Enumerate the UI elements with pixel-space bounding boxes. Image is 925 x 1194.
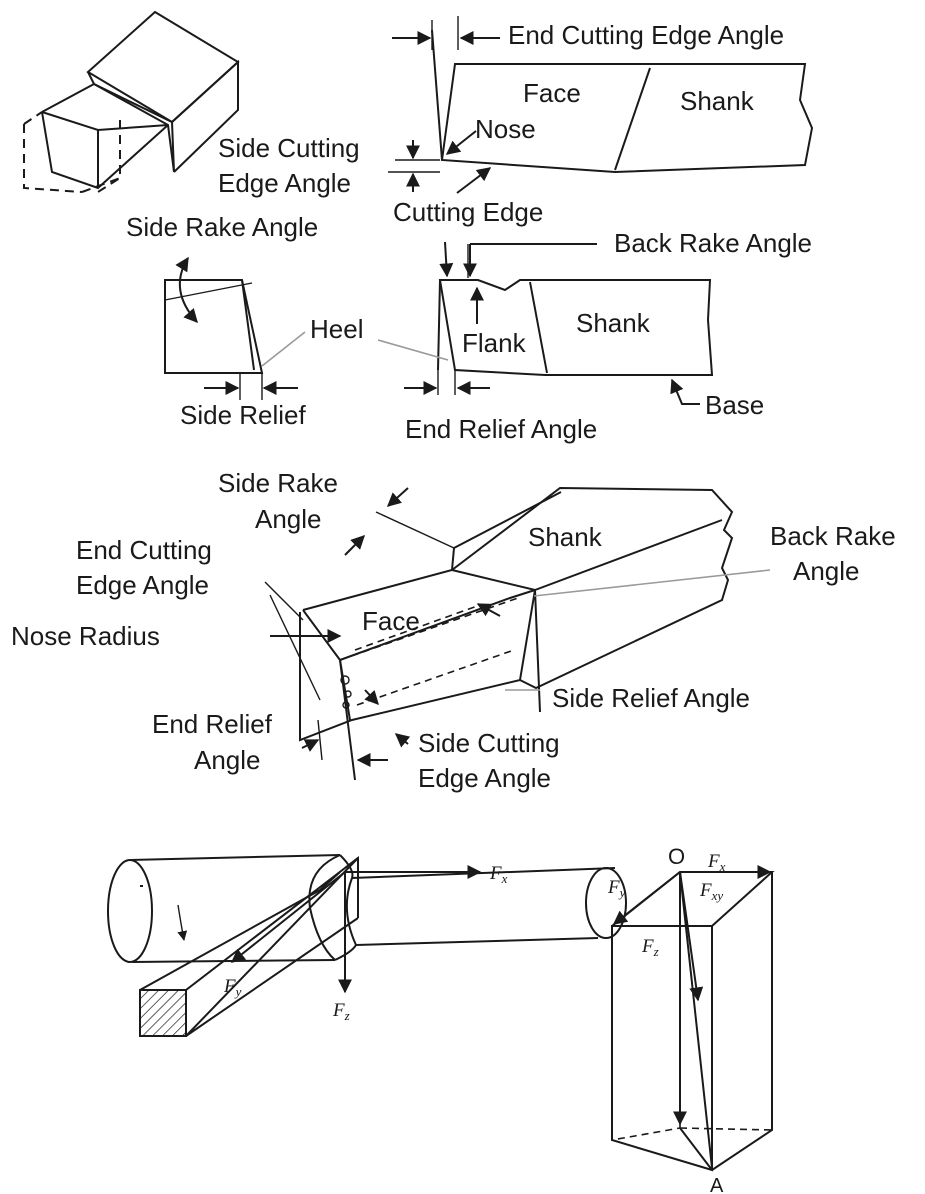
label-force-fx: Fx	[489, 863, 508, 886]
label-flank: Flank	[462, 328, 527, 358]
label-end-cutting-line2: Edge Angle	[76, 570, 209, 600]
label-end-relief-line1: End Relief	[152, 709, 273, 739]
label-side-cutting-line1-iso: Side Cutting	[418, 728, 560, 758]
tool-isometric-sketch	[23, 10, 240, 193]
figure-single-point-tool-views: End Cutting Edge Angle Face Shank Nose S…	[23, 10, 814, 444]
label-side-rake-line1: Side Rake	[218, 468, 338, 498]
tool-top-view: End Cutting Edge Angle Face Shank Nose S…	[218, 16, 814, 227]
label-face-iso: Face	[362, 606, 420, 636]
label-end-cutting-line1: End Cutting	[76, 535, 212, 565]
label-side-cutting-line1: Side Cutting	[218, 133, 360, 163]
label-back-rake-angle: Back Rake Angle	[614, 228, 812, 258]
label-origin-o: O	[668, 844, 685, 869]
label-side-relief: Side Relief	[180, 400, 307, 430]
label-end-relief-line2: Angle	[194, 745, 261, 775]
figure-cutting-forces-turning: Fx Fy Fz	[107, 854, 627, 1037]
label-shank: Shank	[680, 86, 755, 116]
label-box-fx: Fx	[707, 851, 726, 874]
label-nose: Nose	[475, 114, 536, 144]
label-side-relief-angle: Side Relief Angle	[552, 683, 750, 713]
label-end-relief-angle: End Relief Angle	[405, 414, 597, 444]
label-face: Face	[523, 78, 581, 108]
label-side-cutting-line2: Edge Angle	[218, 168, 351, 198]
figure-force-resolution-box: O A Fx Fy Fxy Fz	[607, 844, 775, 1194]
label-nose-radius: Nose Radius	[11, 621, 160, 651]
label-base: Base	[705, 390, 764, 420]
tool-section-view: Side Rake Angle Side Relief Heel	[126, 212, 363, 430]
label-force-fy: Fy	[223, 976, 242, 999]
label-heel: Heel	[310, 314, 363, 344]
label-back-rake-line1: Back Rake	[770, 521, 896, 551]
label-box-fy: Fy	[607, 877, 626, 900]
label-side-cutting-line2-iso: Edge Angle	[418, 763, 551, 793]
label-box-fxy: Fxy	[699, 880, 723, 903]
label-end-cutting-edge-angle: End Cutting Edge Angle	[508, 20, 784, 50]
label-point-a: A	[710, 1175, 724, 1194]
label-cutting-edge: Cutting Edge	[393, 197, 543, 227]
label-side-rake-line2: Angle	[255, 504, 322, 534]
label-shank-iso: Shank	[528, 522, 603, 552]
label-side-rake-angle: Side Rake Angle	[126, 212, 318, 242]
tool-side-view: Back Rake Angle Flank Shank End Relief A…	[377, 228, 812, 444]
label-box-fz: Fz	[641, 936, 659, 959]
figure-tool-signature-isometric: Side Rake Angle Shank Back Rake Angle En…	[11, 468, 896, 793]
label-shank-side: Shank	[576, 308, 651, 338]
label-force-fz: Fz	[332, 1000, 350, 1023]
label-back-rake-line2: Angle	[793, 556, 860, 586]
